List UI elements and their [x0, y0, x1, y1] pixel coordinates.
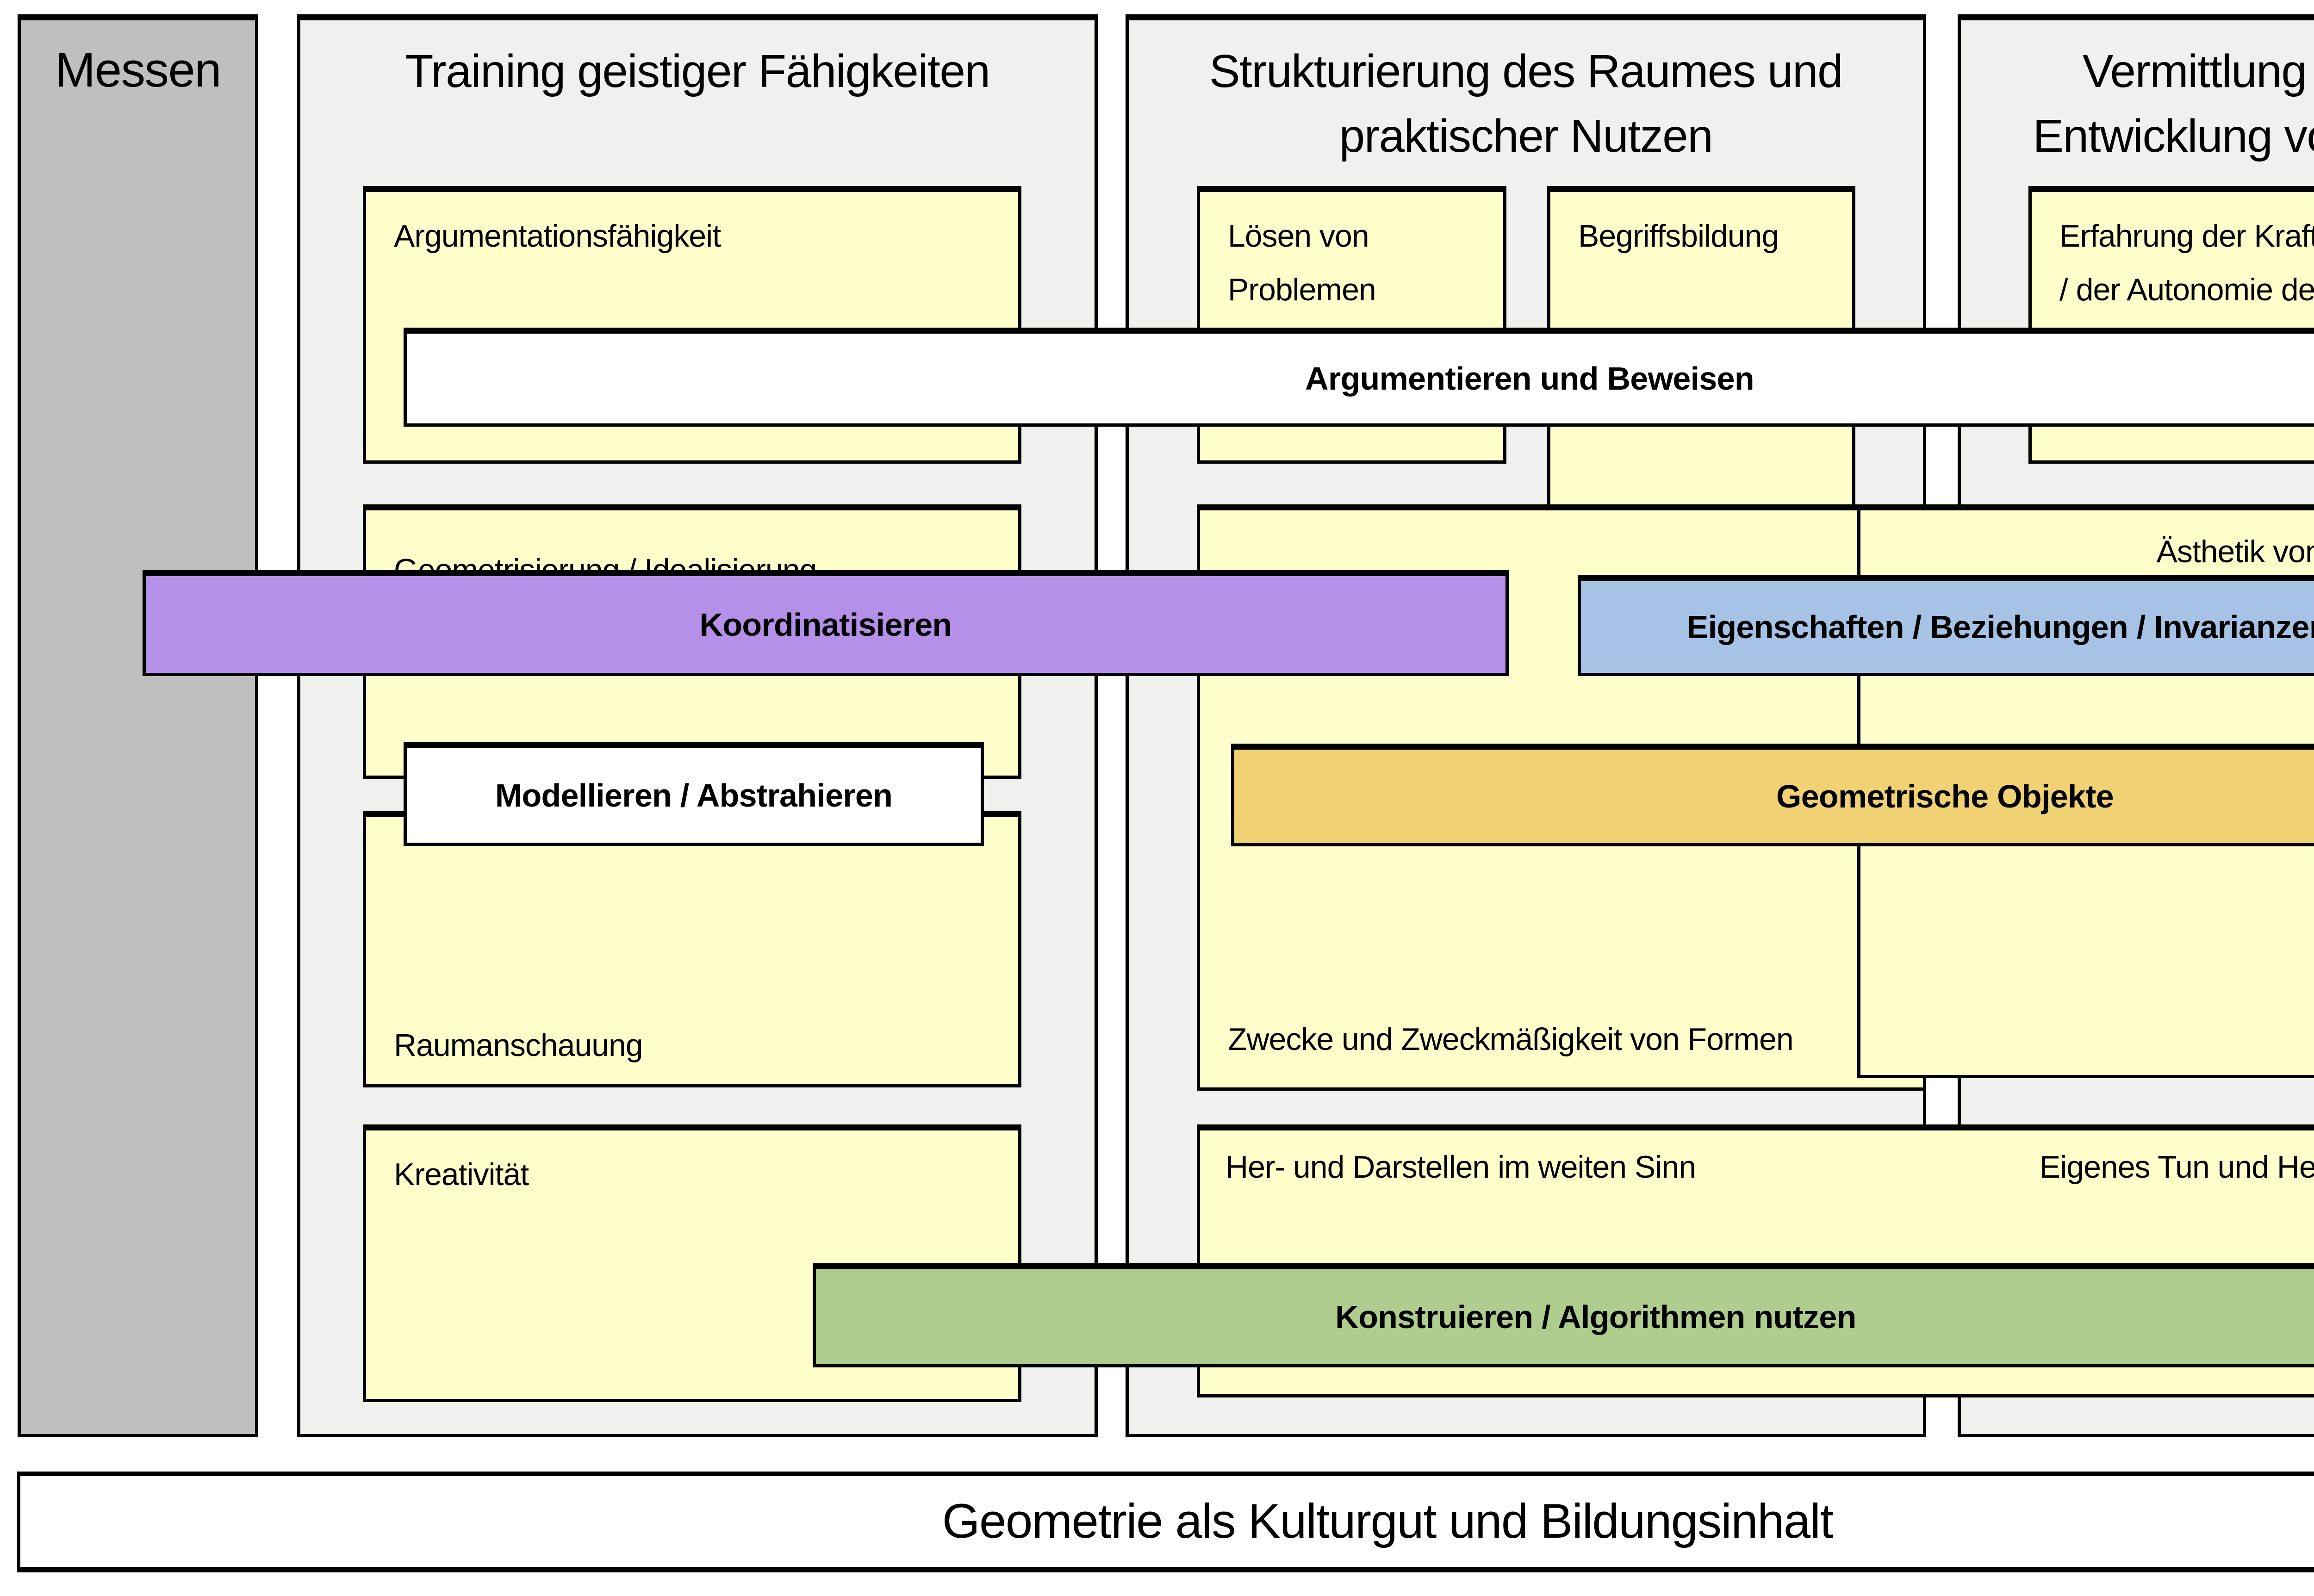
bar-eigenschaften-beziehungen: Eigenschaften / Beziehungen / Invarianze… — [1578, 575, 2314, 676]
column-strukturierung-header: Strukturierung des Raumes und praktische… — [1209, 45, 1843, 162]
column-vermittlung-header: Vermittlung von Freude und Entwicklung v… — [2033, 45, 2314, 162]
cell-her-und-darstellen-label: Her- und Darstellen im weiten Sinn — [1225, 1149, 1696, 1185]
bar-geometrische-objekte: Geometrische Objekte — [1231, 744, 2314, 846]
cell-raumanschauung: Raumanschauung — [363, 811, 1021, 1087]
bar-konstruieren-algorithmen-label: Konstruieren / Algorithmen nutzen — [1335, 1298, 1856, 1335]
cell-loesen-von-problemen-label: Lösen von Problemen — [1228, 218, 1376, 307]
bar-argumentieren-und-beweisen: Argumentieren und Beweisen — [404, 328, 2314, 427]
bar-koordinatisieren: Koordinatisieren — [143, 570, 1509, 676]
cell-aesthetik-label: Ästhetik von Formen und Ordnungen — [2156, 534, 2314, 569]
cell-begriffsbildung-label: Begriffsbildung — [1578, 218, 1779, 254]
bar-konstruieren-algorithmen: Konstruieren / Algorithmen nutzen — [813, 1263, 2314, 1367]
footer-title-bar: Geometrie als Kulturgut und Bildungsinha… — [17, 1472, 2314, 1572]
messen-label: Messen — [55, 43, 222, 97]
bar-geometrische-objekte-label: Geometrische Objekte — [1776, 778, 2114, 814]
cell-raumanschauung-label: Raumanschauung — [394, 1028, 643, 1063]
messen-box: Messen — [18, 14, 258, 1437]
bar-koordinatisieren-label: Koordinatisieren — [699, 606, 952, 643]
column-training-header: Training geistiger Fähigkeiten — [405, 45, 990, 97]
cell-kreativitaet-label: Kreativität — [394, 1157, 529, 1192]
bar-argumentieren-und-beweisen-label: Argumentieren und Beweisen — [1305, 360, 1754, 397]
cell-zwecke-label: Zwecke und Zweckmäßigkeit von Formen — [1228, 1022, 1794, 1057]
bar-modellieren-abstrahieren: Modellieren / Abstrahieren — [404, 742, 984, 846]
bar-eigenschaften-beziehungen-label: Eigenschaften / Beziehungen / Invarianze… — [1686, 609, 2314, 645]
footer-title: Geometrie als Kulturgut und Bildungsinha… — [942, 1494, 1834, 1548]
cell-eigenes-tun-label: Eigenes Tun und Herstellung von „Produkt… — [2039, 1149, 2314, 1185]
cell-erfahrung-label: Erfahrung der Kraft des eigenen Verstand… — [2059, 218, 2314, 307]
cell-argumentationsfaehigkeit-label: Argumentationsfähigkeit — [394, 218, 721, 254]
bar-modellieren-abstrahieren-label: Modellieren / Abstrahieren — [495, 777, 893, 814]
